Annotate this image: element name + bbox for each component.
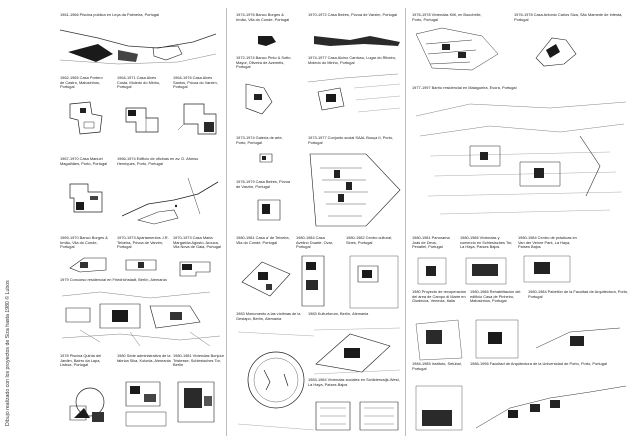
caption-gestapo: 1983 Monumento a las víctimas de la Gest… (236, 312, 301, 321)
caption-bonjour-tristesse: 1980-1981 Viviendas Bonjour Tristesse, S… (173, 354, 224, 368)
plan-kulturforum (310, 324, 404, 376)
caption-casa-carlos-siza: 1976-1978 Casa Antonio Carlos Siza, São … (514, 13, 623, 22)
plan-pabellon-facultad (530, 312, 630, 364)
plan-panorama (414, 254, 452, 290)
plan-casa-carlos-siza (530, 30, 584, 70)
caption-pabellon-facultad: 1980-1984 Pabellón de la Facultad de Arq… (528, 290, 629, 299)
plan-casa-agosto (176, 258, 222, 280)
plan-leca-pool (58, 24, 218, 69)
plan-schilderswijk (310, 396, 404, 436)
caption-casa-agosto: 1970-1973 Casa Maria Margarida Agosto, A… (173, 236, 221, 250)
plan-sede-sika (120, 376, 172, 432)
plan-viviendas-kiltl (412, 24, 502, 76)
plan-bonjour-tristesse (174, 378, 222, 434)
caption-casa-portero: 1962-1965 Casa Portero de Castro, Matosi… (60, 76, 103, 90)
caption-casa-alves-costa: 1964-1971 Casa Alves Costa, Moledo do Mi… (117, 76, 161, 90)
caption-saal-bouca: 1973-1977 Conjunto social SAAL Bouça II,… (308, 136, 394, 145)
plan-instituto-setubal (412, 380, 468, 436)
plan-apartamentos-teixeira (120, 254, 168, 278)
caption-facultad-arquitectura: 1986-1996 Facultad de Arquitectura de la… (470, 362, 607, 366)
plan-casa-alcino-cardoso (304, 72, 404, 126)
caption-centro-sines: 1980-1982 Centro cultural, Sines, Portug… (346, 236, 393, 245)
caption-oficinas-afonso-henriques: 1966-1974 Edificio de oficinas en av. D.… (117, 157, 199, 166)
column-divider (226, 8, 227, 436)
caption-schlesisches-tor: 1980-1986 Viviendas y comercio en Schles… (460, 236, 513, 250)
caption-galeria-arte: 1973-1974 Galería de arte, Porto, Portug… (236, 136, 283, 145)
sheet-title: Dibujo realizado con los proyectos de Si… (5, 280, 11, 426)
caption-casa-teixeira: 1980-1981 Casa a' de Teixeira, Vila do C… (236, 236, 290, 245)
plan-gestapo (236, 330, 316, 436)
plan-malagueira (410, 96, 632, 226)
caption-casa-beires-1976: 1976-1979 Casa Beires, Póvoa de Varzim, … (236, 180, 291, 189)
caption-schilderswijk: 1983-1984 Viviendas sociales en Schilder… (308, 378, 400, 387)
plan-piscina-lapa (62, 378, 120, 422)
caption-casa-beires-1970: 1970-1972 Casa Beires, Póvoa de Varzim, … (308, 13, 398, 17)
caption-kulturforum: 1983 Kulturforum, Berlín, Alemania (308, 312, 369, 316)
plan-banco-pinto-sotto (240, 80, 280, 118)
plan-giudecca (412, 314, 466, 364)
caption-viviendas-kiltl: 1976-1978 Viviendas Kiltl, en Bouchelle,… (412, 13, 482, 22)
caption-casa-avelino: 1980-1984 Casa Avelino Duarte, Ovar, Por… (296, 236, 333, 250)
caption-casa-magalhaes: 1967-1970 Casa Manuel Magalhães, Porto, … (60, 157, 108, 166)
column-divider (405, 8, 406, 436)
plan-casa-beires-1976 (254, 196, 288, 226)
plan-banco-borges-1969 (66, 252, 112, 276)
plan-galeria-arte (256, 150, 278, 166)
plan-casa-pinheiro (470, 314, 526, 364)
caption-leca-pool: 1961-1966 Piscina pública en Leça da Pal… (60, 13, 160, 17)
caption-instituto-setubal: 1984-1985 Instituto, Setúbal, Portugal (412, 362, 462, 371)
caption-giudecca: 1980 Proyecto de recuperación del área d… (412, 290, 467, 304)
caption-panorama: 1980-1981 Panorama Joás de Deus, Penafie… (412, 236, 450, 250)
plan-casa-beires-1970 (314, 36, 400, 46)
caption-banco-borges-1969: 1969-1970 Banco Borges & Irmão, Vila do … (60, 236, 108, 250)
plan-casa-teixeira (236, 252, 296, 308)
caption-banco-borges-1974: 1974-1976 Banco Borges & Irmão, Vila do … (236, 13, 290, 22)
plan-oficinas-afonso-henriques (118, 172, 222, 226)
plan-casa-alves-costa (120, 100, 166, 140)
caption-banco-pinto-sotto: 1972-1974 Banco Pinto & Sotto Mayor, Oli… (236, 56, 291, 70)
plan-schlesisches-tor (462, 252, 512, 290)
caption-piscina-lapa: 1978 Piscina Quinta del Jardim, Bairro d… (60, 354, 102, 368)
plan-casa-magalhaes (66, 180, 110, 218)
caption-sede-sika: 1980 Sede administrativa de la fábrica S… (117, 354, 171, 363)
caption-casa-alves-santos: 1964-1976 Casa Alves Santos, Póvoa do Va… (173, 76, 218, 90)
plan-casa-alves-santos (174, 100, 222, 140)
caption-van-der-venne: 1980-1984 Centro de prácticas en Van der… (518, 236, 577, 250)
caption-apartamentos-teixeira: 1970-1973 Apartamentos J.R. Teixeira, Pó… (117, 236, 169, 250)
plan-banco-borges-1974 (258, 36, 276, 46)
plan-facultad-arquitectura (470, 378, 632, 436)
plan-centro-sines (344, 252, 404, 312)
caption-casa-alcino-cardoso: 1974-1977 Casa Alcino Cardoso, Lugar do … (308, 56, 397, 65)
caption-friedrichstadt: 1979 Concurso residencial en Friedrichst… (60, 278, 167, 282)
plan-friedrichstadt (60, 288, 222, 352)
plan-casa-portero (66, 98, 108, 138)
caption-casa-pinheiro: 1980-1986 Rehabilitación del edificio Ca… (470, 290, 521, 304)
plan-casa-avelino (298, 252, 332, 312)
plan-van-der-venne (520, 252, 576, 288)
plan-saal-bouca (306, 150, 404, 230)
caption-malagueira: 1977-1997 Barrio residencial en Malaguei… (412, 86, 517, 90)
